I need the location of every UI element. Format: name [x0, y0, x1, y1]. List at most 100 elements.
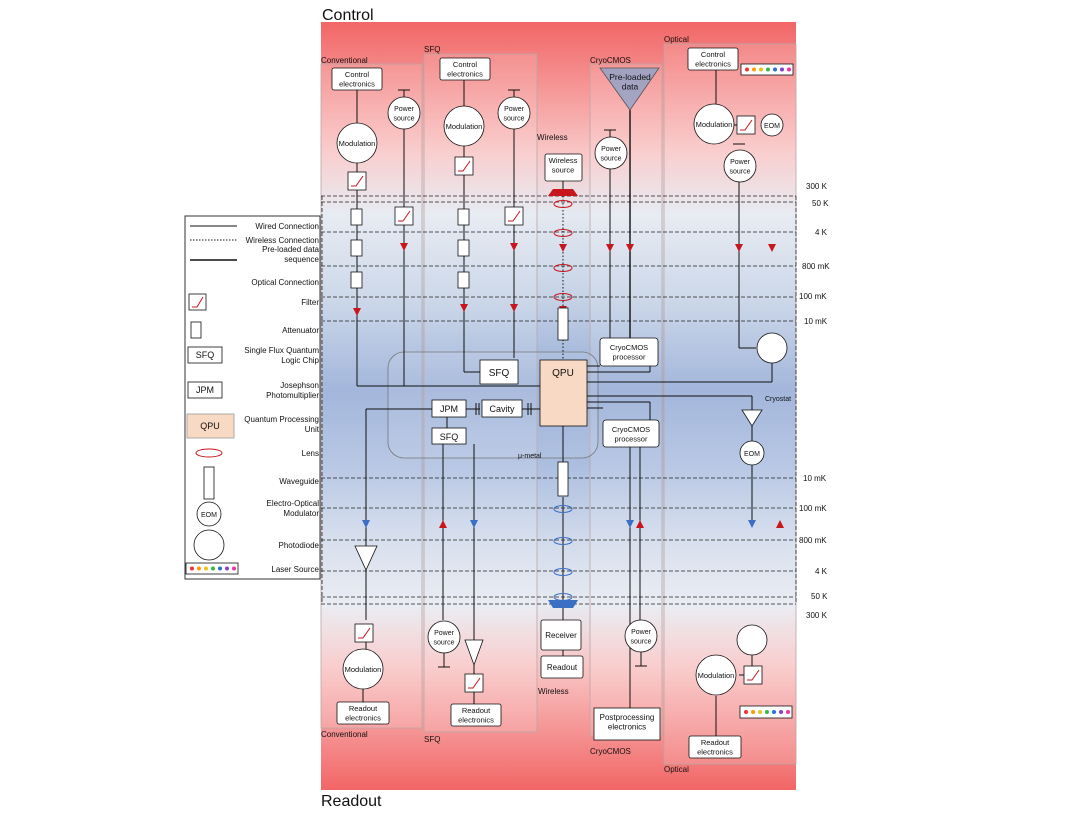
- modulation-label: Modulation: [339, 139, 376, 148]
- column-label-wireless-top: Wireless: [537, 133, 568, 142]
- legend-label-laser: Laser Source: [271, 565, 319, 574]
- column-label-conventional-bottom: Conventional: [321, 730, 368, 739]
- readout-title: Readout: [321, 793, 382, 810]
- modulation-readout-conventional: Modulation: [342, 648, 384, 690]
- temp-label: 10 mK: [803, 474, 827, 483]
- readout-label: Readout: [547, 663, 578, 672]
- legend-label-optical: Optical Connection: [251, 278, 319, 287]
- laser-source-top: [740, 63, 794, 76]
- modulation-optical: Modulation: [693, 103, 735, 145]
- temp-label: 50 K: [812, 199, 829, 208]
- readout-wireless: Readout: [540, 655, 584, 679]
- temp-label: 800 mK: [799, 536, 827, 545]
- optical-connections: [751, 75, 781, 706]
- photodiode-readout: [736, 624, 768, 656]
- column-label-wireless-bottom: Wireless: [538, 687, 569, 696]
- legend-label-photodiode: Photodiode: [279, 541, 320, 550]
- attenuators: [350, 208, 470, 289]
- legend-item-filter: [188, 293, 207, 311]
- temp-label: 50 K: [811, 592, 828, 601]
- legend-item-jpm: [187, 381, 223, 399]
- mu-metal-label: μ-metal: [518, 453, 542, 460]
- legend-item-attenuator: [190, 321, 202, 339]
- legend-tag-jpm: JPM: [196, 385, 214, 395]
- wired-connections: [356, 70, 773, 736]
- legend-tag-qpu: QPU: [200, 421, 220, 431]
- control-arrows: [353, 243, 784, 528]
- legend-label-lens: Lens: [302, 449, 319, 458]
- temperature-stage-lines: [321, 195, 797, 605]
- filter-icons: [351, 119, 760, 689]
- modulation-readout-optical: Modulation: [695, 654, 737, 696]
- eom-top: EOM: [760, 113, 784, 137]
- receiver-antenna: [548, 600, 578, 608]
- qpu: QPU: [539, 359, 588, 427]
- column-label-conventional-top: Conventional: [321, 56, 368, 65]
- eom-readout: EOM: [739, 440, 765, 466]
- jpm-label: JPM: [440, 404, 458, 414]
- sfq-label: SFQ: [489, 368, 510, 379]
- amplifier-optical: [741, 409, 763, 427]
- modulation-label: Modulation: [698, 671, 735, 680]
- receiver-label: Receiver: [545, 631, 577, 640]
- column-label-sfq-top: SFQ: [424, 45, 440, 54]
- column-label-optical-top: Optical: [664, 35, 689, 44]
- legend-label-waveguide: Waveguide: [279, 477, 319, 486]
- legend-item-sfq: [187, 346, 223, 364]
- waveguide-bottom: [557, 461, 569, 497]
- sfq-chip-readout: SFQ: [431, 427, 467, 445]
- receiver: Receiver: [540, 619, 582, 651]
- sfq-chip-control: SFQ: [479, 359, 519, 385]
- legend-item-photodiode: [193, 529, 225, 561]
- legend-item-qpu: [186, 413, 235, 439]
- legend-label-filter: Filter: [301, 298, 319, 307]
- modulation-label: Modulation: [446, 122, 483, 131]
- modulation-label: Modulation: [696, 120, 733, 129]
- temp-label: 4 K: [815, 567, 828, 576]
- column-label-optical-bottom: Optical: [664, 765, 689, 774]
- temperature-labels: 300 K 50 K 4 K 800 mK 100 mK 10 mK 10 mK…: [799, 182, 830, 620]
- legend-item-eom: [196, 501, 222, 527]
- temp-label: 100 mK: [799, 292, 827, 301]
- column-label-cryocmos-top: CryoCMOS: [590, 56, 631, 65]
- waveguide-top: [557, 307, 569, 341]
- column-label-sfq-bottom: SFQ: [424, 735, 440, 744]
- modulation-conventional: Modulation: [336, 122, 378, 164]
- legend-tag-eom: EOM: [201, 512, 217, 519]
- wireless-transmitter-antenna: [548, 189, 578, 196]
- legend-label-wireless: Wireless Connection: [246, 236, 319, 245]
- legend-item-lens: [195, 448, 223, 458]
- temp-label: 4 K: [815, 228, 828, 237]
